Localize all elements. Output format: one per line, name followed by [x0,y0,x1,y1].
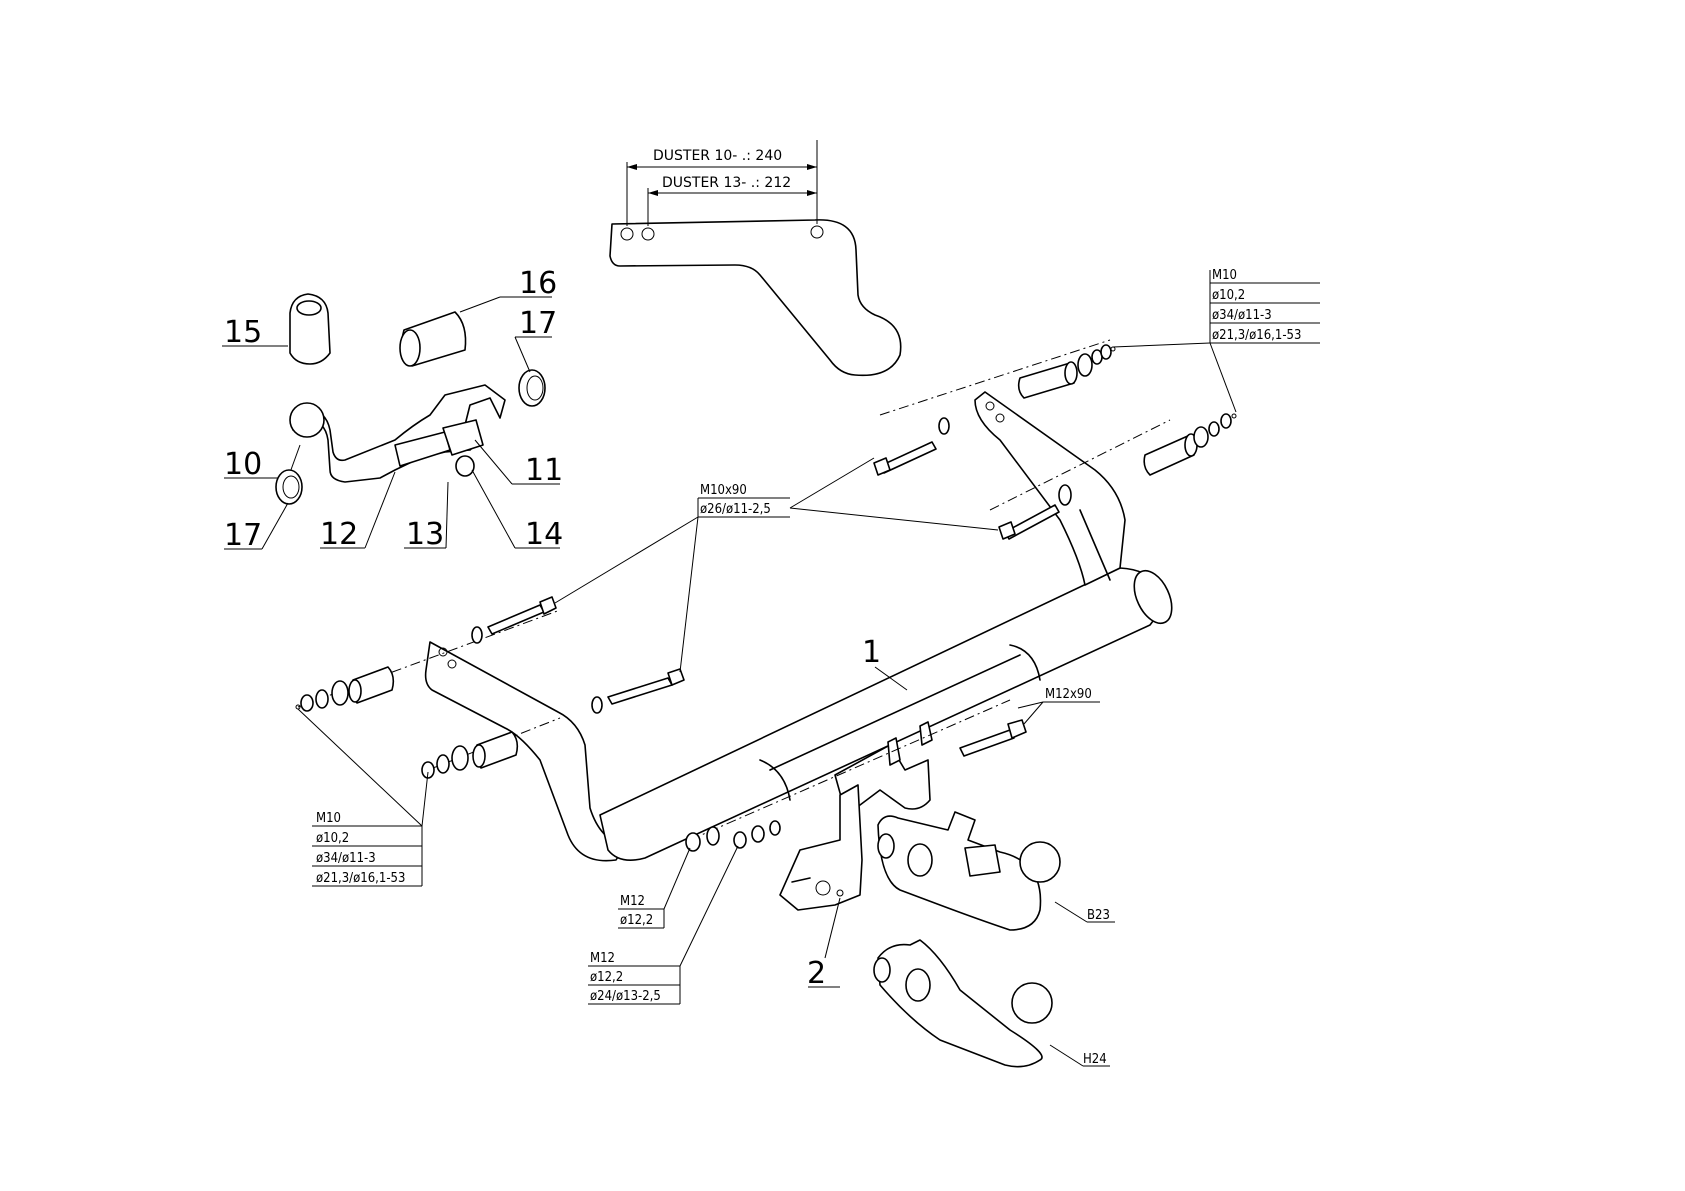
spec-callout-m12-b: M12 ø12,2 ø24/ø13-2,5 [588,846,738,1004]
svg-text:M10: M10 [316,811,341,826]
right-upper-stack [1019,345,1115,398]
svg-text:ø34/ø11-3: ø34/ø11-3 [1212,308,1272,323]
side-bracket-template: DUSTER 10- .: 240 DUSTER 13- .: 212 [610,140,901,375]
spec-callout-top-right: M10 ø10,2 ø34/ø11-3 ø21,3/ø16,1-53 [1113,268,1320,412]
bolt-upper-right [874,418,949,475]
svg-text:ø26/ø11-2,5: ø26/ø11-2,5 [700,502,771,517]
bolt-m10x90-center [592,669,684,713]
part-label-h24: H24 [1083,1052,1107,1067]
svg-text:ø10,2: ø10,2 [1212,288,1245,303]
hitch-b23: B23 [878,812,1115,930]
part-number-14: 14 [525,517,563,552]
svg-text:ø24/ø13-2,5: ø24/ø13-2,5 [590,989,661,1004]
svg-text:M12: M12 [590,951,615,966]
dimension-duster-10: DUSTER 10- .: 240 [653,148,782,164]
part-number-15: 15 [224,315,262,350]
svg-text:ø21,3/ø16,1-53: ø21,3/ø16,1-53 [316,871,405,886]
part-number-12: 12 [320,517,358,552]
part-number-17-bottom: 17 [224,518,262,553]
part-number-11: 11 [525,453,563,488]
right-lower-stack [1144,414,1236,475]
svg-text:ø34/ø11-3: ø34/ø11-3 [316,851,376,866]
dimension-duster-13: DUSTER 13- .: 212 [662,175,791,191]
svg-text:M10x90: M10x90 [700,483,747,498]
svg-text:ø10,2: ø10,2 [316,831,349,846]
hitch-h24: H24 [874,940,1110,1067]
socket-plate: 2 [780,785,862,991]
part-number-10: 10 [224,447,262,482]
part-number-17-top: 17 [519,306,557,341]
bolt-m10x90-left [472,597,556,643]
svg-text:M12: M12 [620,894,645,909]
svg-text:ø21,3/ø16,1-53: ø21,3/ø16,1-53 [1212,328,1301,343]
svg-text:M10: M10 [1212,268,1237,283]
part-number-2: 2 [807,956,826,991]
spec-callout-left: M10 ø10,2 ø34/ø11-3 ø21,3/ø16,1-53 [298,709,428,886]
svg-text:M12x90: M12x90 [1045,687,1092,702]
bolt-m12x90 [960,720,1026,756]
svg-text:ø12,2: ø12,2 [620,913,653,928]
part-label-b23: B23 [1087,908,1110,923]
left-upper-stack [296,667,393,711]
part-number-1: 1 [862,635,881,670]
svg-text:ø12,2: ø12,2 [590,970,623,985]
left-lower-stack [422,732,517,778]
spec-callout-center-bolt: M10x90 ø26/ø11-2,5 [555,458,998,672]
part-number-16: 16 [519,266,557,301]
spec-callout-m12x90: M12x90 [1018,687,1100,724]
accessories: 15 16 17 17 [222,266,557,553]
part-number-13: 13 [406,517,444,552]
